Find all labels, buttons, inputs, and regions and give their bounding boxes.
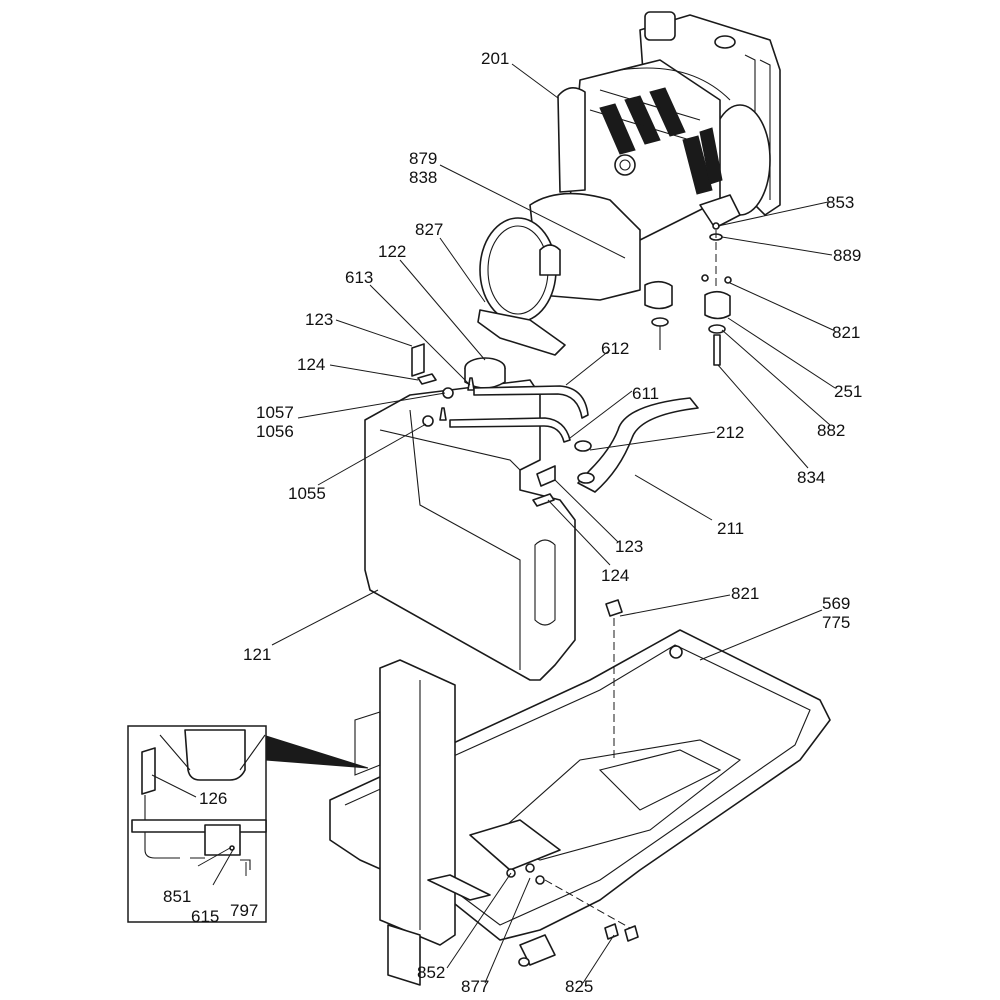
callout-851: 851 <box>163 887 192 906</box>
callout-611: 611 <box>632 384 660 403</box>
base-frame <box>265 599 831 986</box>
callout-879-838: 879 838 <box>409 149 438 187</box>
callout-827: 827 <box>415 220 444 239</box>
callout-821-engine: 821 <box>832 323 861 342</box>
leader-lines <box>151 63 836 984</box>
callout-1057-1056: 1057 1056 <box>256 403 294 441</box>
callout-126: 126 <box>199 789 228 808</box>
callout-251: 251 <box>834 382 863 401</box>
callout-123-upper: 123 <box>305 310 334 329</box>
callout-852: 852 <box>417 963 446 982</box>
callout-1055: 1055 <box>288 484 326 503</box>
engine-assembly <box>477 11 781 366</box>
callout-877: 877 <box>461 977 490 996</box>
callout-797: 797 <box>230 901 259 920</box>
callout-825: 825 <box>565 977 594 996</box>
callout-821-frame: 821 <box>731 584 760 603</box>
callout-615: 615 <box>191 907 220 926</box>
callout-211: 211 <box>717 519 745 538</box>
callout-834: 834 <box>797 468 826 487</box>
callout-201: 201 <box>481 49 510 68</box>
callout-121: 121 <box>243 645 272 664</box>
callout-124-upper: 124 <box>297 355 326 374</box>
hoses <box>411 343 699 507</box>
fuel-tank <box>364 357 576 681</box>
inset-drawing <box>127 725 267 923</box>
callout-123-lower: 123 <box>615 537 644 556</box>
callout-853: 853 <box>826 193 855 212</box>
callout-612: 612 <box>601 339 630 358</box>
callout-889: 889 <box>833 246 862 265</box>
callout-882: 882 <box>817 421 846 440</box>
callout-569-775: 569 775 <box>822 594 851 632</box>
callout-613: 613 <box>345 268 374 287</box>
callout-212: 212 <box>716 423 745 442</box>
callout-122: 122 <box>378 242 407 261</box>
callout-124-lower: 124 <box>601 566 630 585</box>
